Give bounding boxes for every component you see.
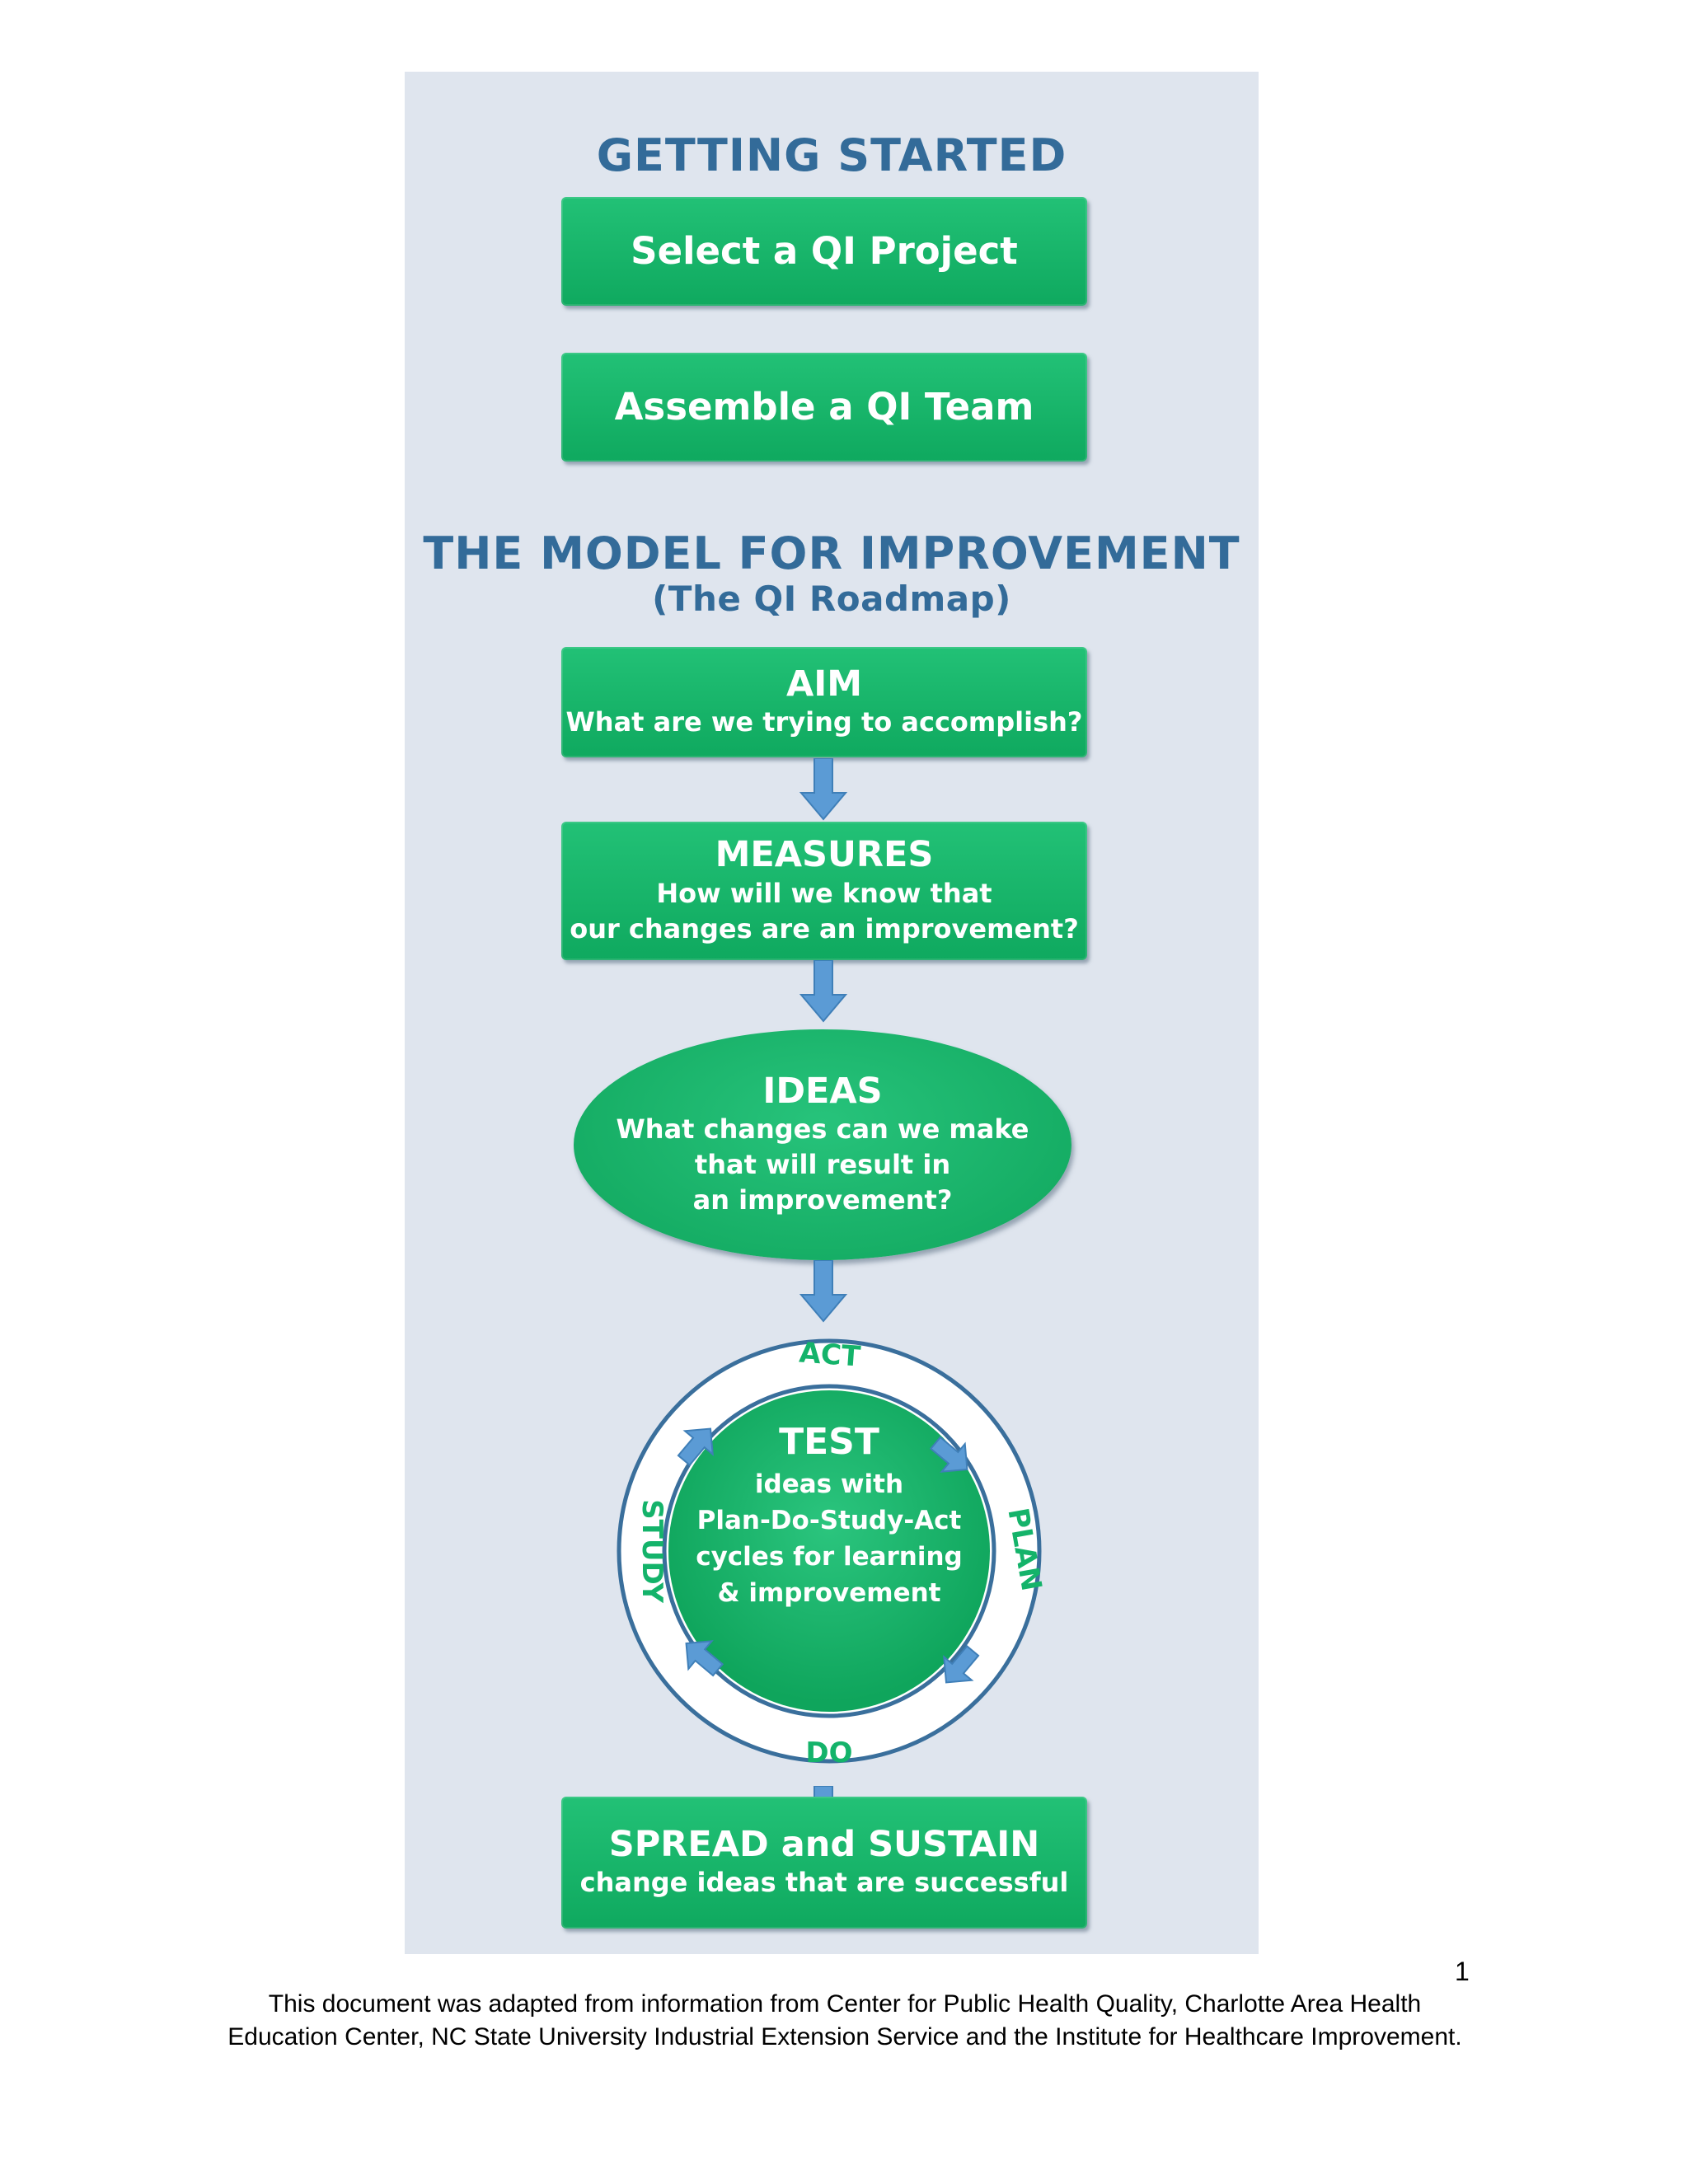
attribution-footer: This document was adapted from informati… (148, 1988, 1541, 2054)
test-circle (668, 1390, 990, 1712)
study-label: STUDY (635, 1499, 668, 1603)
ideas-line3: an improvement? (692, 1184, 953, 1216)
test-title: TEST (779, 1421, 879, 1463)
pdsa-cycle: ACT DO PLAN STUDY TEST ideas with Plan-D… (617, 1336, 1048, 1769)
arrow-do-to-study (685, 1640, 724, 1677)
aim-box: AIM What are we trying to accomplish? (561, 647, 1087, 757)
footer-line2: Education Center, NC State University In… (227, 2023, 1462, 2050)
cycle-inner-ring (662, 1384, 996, 1718)
arrow-study-to-act (677, 1427, 714, 1467)
down-arrow-2 (799, 960, 848, 1023)
measures-title: MEASURES (715, 834, 934, 876)
spread-sustain-box: SPREAD and SUSTAIN change ideas that are… (561, 1797, 1087, 1929)
model-heading: THE MODEL FOR IMPROVEMENT (423, 527, 1240, 579)
roadmap-panel: GETTING STARTED Select a QI Project Asse… (405, 72, 1259, 1954)
spread-text: change ideas that are successful (579, 1867, 1069, 1899)
test-line2: Plan-Do-Study-Act (697, 1506, 962, 1535)
measures-line1: How will we know that (656, 877, 992, 909)
do-label: DO (805, 1736, 852, 1769)
footer-line1: This document was adapted from informati… (268, 1990, 1422, 2018)
act-label: ACT (798, 1336, 862, 1373)
assemble-qi-team-box: Assemble a QI Team (561, 353, 1087, 462)
model-subheading: (The QI Roadmap) (652, 579, 1011, 619)
select-qi-project-box: Select a QI Project (561, 197, 1087, 306)
ideas-ellipse: IDEAS What changes can we make that will… (574, 1029, 1071, 1260)
ideas-line1: What changes can we make (616, 1113, 1029, 1145)
page-number: 1 (1455, 1957, 1470, 1986)
select-qi-project-label: Select a QI Project (631, 229, 1018, 274)
measures-line2: our changes are an improvement? (570, 912, 1079, 944)
aim-text: What are we trying to accomplish? (565, 706, 1083, 738)
down-arrow-1 (799, 758, 848, 821)
spread-title: SPREAD and SUSTAIN (608, 1823, 1040, 1865)
ideas-title: IDEAS (762, 1070, 883, 1112)
test-line3: cycles for learning (696, 1542, 963, 1572)
measures-box: MEASURES How will we know that our chang… (561, 822, 1087, 960)
assemble-qi-team-label: Assemble a QI Team (614, 385, 1034, 429)
arrow-act-to-plan (929, 1436, 968, 1473)
arrow-plan-to-do (943, 1644, 980, 1684)
test-line1: ideas with (755, 1469, 903, 1499)
aim-title: AIM (785, 663, 863, 705)
ideas-line2: that will result in (694, 1149, 951, 1181)
test-line4: & improvement (718, 1578, 941, 1608)
down-arrow-3 (799, 1260, 848, 1323)
getting-started-heading: GETTING STARTED (596, 129, 1067, 181)
